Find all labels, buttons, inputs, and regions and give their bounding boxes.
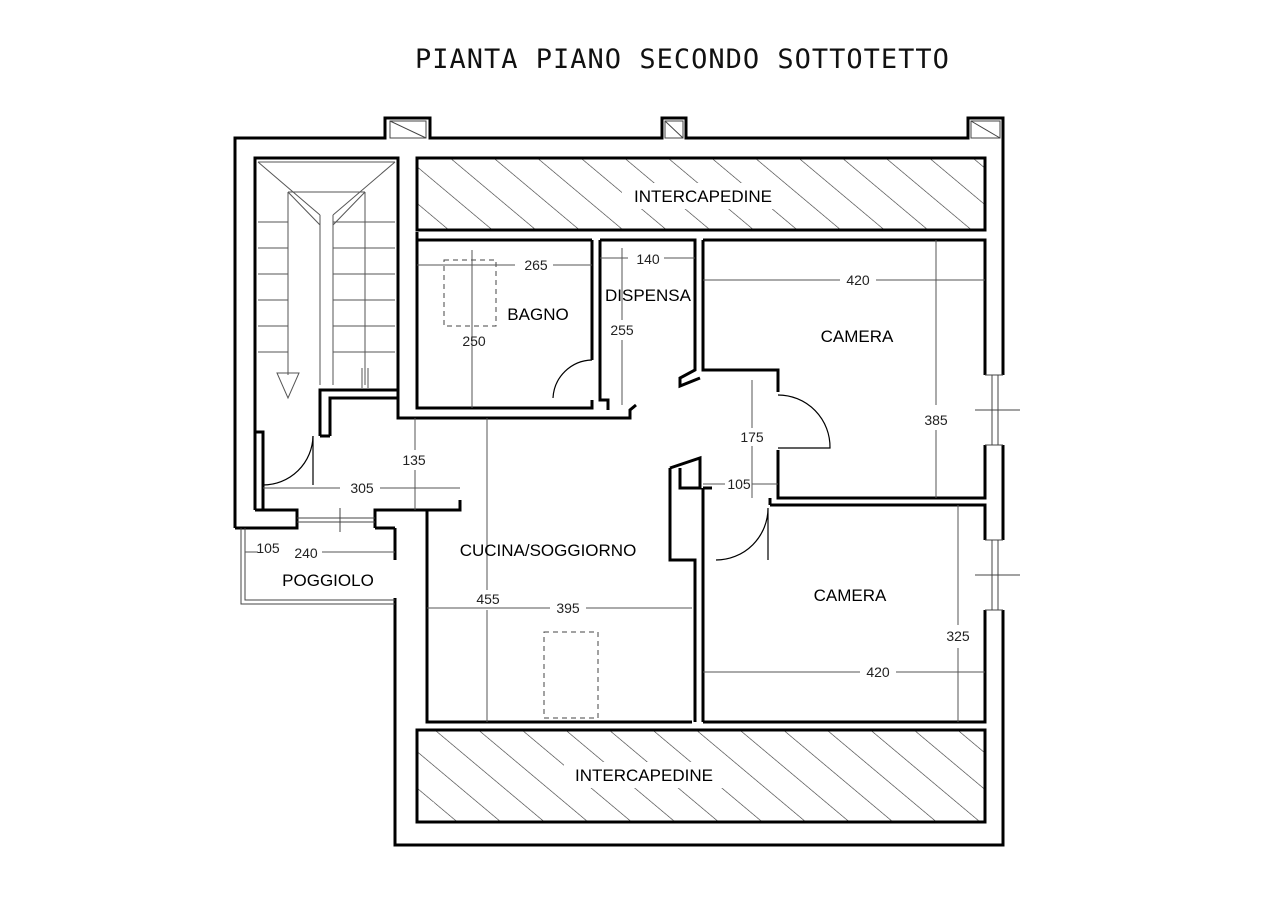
dim-camera-1-width: 420 [846,272,870,288]
room-dispensa: 140 255 DISPENSA [598,238,701,410]
dim-camera-2-height: 325 [946,628,970,644]
room-label-poggiolo: POGGIOLO [282,571,374,590]
room-label-intercapedine-bottom: INTERCAPEDINE [575,766,713,785]
intercapedine-bottom: INTERCAPEDINE [415,728,987,824]
dim-dispensa-width: 140 [636,251,660,267]
room-label-camera-1: CAMERA [821,327,894,346]
dim-cucina-height: 455 [476,591,500,607]
corridor: 175 105 [668,380,778,722]
dim-cucina-width: 395 [556,600,580,616]
bagno-door-swing [552,359,593,399]
room-label-dispensa: DISPENSA [605,286,692,305]
dim-bagno-width: 265 [524,257,548,273]
entry-door-swing [262,435,314,486]
dim-bagno-shower: 250 [462,333,486,349]
stair-direction-arrow-icon [276,372,300,400]
room-cucina-soggiorno: 455 395 135 305 CUCINA/SOGGIORNO [263,418,692,724]
room-label-camera-2: CAMERA [814,586,887,605]
dim-corridor-height: 175 [740,429,764,445]
dim-dispensa-height: 255 [610,322,634,338]
staircase [257,161,396,400]
dim-entry-height: 135 [402,452,426,468]
dim-poggiolo-b: 240 [294,545,318,561]
intercapedine-top: INTERCAPEDINE [415,156,987,232]
entry-walls [255,388,637,510]
room-camera-1: 420 385 CAMERA [701,238,1020,500]
balcony-poggiolo: 105 240 POGGIOLO [240,508,395,605]
room-label-intercapedine-top: INTERCAPEDINE [634,187,772,206]
plan-title: PIANTA PIANO SECONDO SOTTOTETTO [415,44,950,75]
room-label-bagno: BAGNO [507,305,568,324]
room-camera-2: 420 325 CAMERA [703,498,1020,724]
dim-camera-2-width: 420 [866,664,890,680]
room-bagno: 265 250 BAGNO [415,232,594,410]
dim-camera-1-height: 385 [924,412,948,428]
room-label-cucina-soggiorno: CUCINA/SOGGIORNO [460,541,637,560]
dim-poggiolo-a: 105 [256,540,280,556]
camera-1-door-swing [777,394,831,449]
outer-walls [233,116,1005,847]
camera-2-door-swing [715,507,769,561]
dim-entry-width: 305 [350,480,374,496]
dim-corridor-width: 105 [727,476,751,492]
